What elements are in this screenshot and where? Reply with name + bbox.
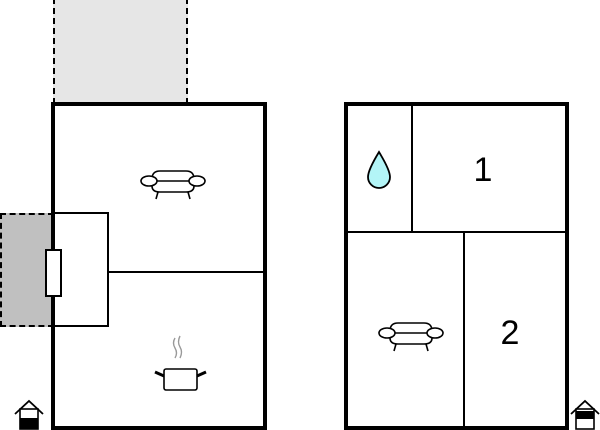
house-upper-floor-icon	[569, 399, 600, 430]
sofa-icon	[378, 318, 444, 358]
wall-living-bedroom2	[463, 232, 465, 427]
terrace-top	[53, 0, 188, 104]
cooking-pot-icon	[152, 334, 208, 392]
bedroom-2-label: 2	[500, 314, 520, 352]
sofa-icon	[140, 166, 206, 206]
wall-upper-middle	[347, 231, 566, 233]
wall-bath-bedroom1	[411, 104, 413, 233]
door	[45, 249, 62, 297]
entrance-hall	[53, 212, 109, 327]
bedroom-1-label: 1	[473, 151, 493, 189]
house-ground-floor-icon	[13, 399, 47, 430]
wall-living-kitchen	[108, 271, 265, 273]
water-drop-icon	[366, 150, 392, 190]
upper-floor-outline	[344, 102, 569, 430]
